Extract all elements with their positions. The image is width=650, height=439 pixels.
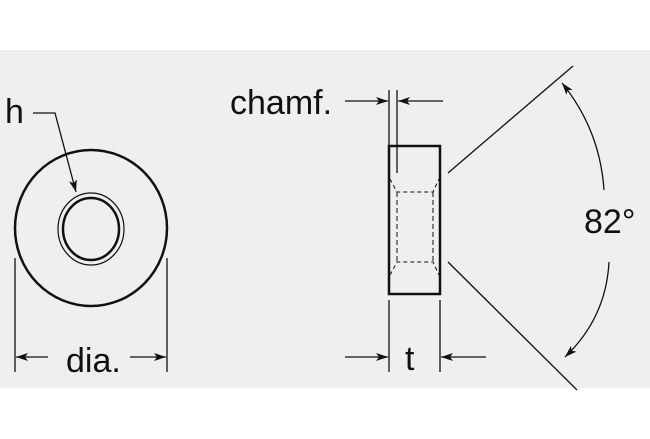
angle-arc-top: [561, 82, 605, 191]
bottom-chamfer-line: [389, 261, 440, 276]
thickness-label: t: [405, 340, 415, 378]
hole-edge: [61, 196, 121, 262]
washer-side: [387, 144, 442, 296]
top-chamfer-line: [389, 178, 440, 193]
front-view: [13, 112, 169, 372]
diameter-label: dia.: [66, 342, 121, 380]
hole-chamfer-edge: [57, 192, 125, 266]
outer-edge: [13, 148, 169, 308]
angle-line-bottom: [447, 261, 578, 391]
side-view: [345, 65, 610, 391]
angle-line-top: [447, 65, 574, 174]
background-band: [0, 50, 650, 388]
chamfer-label: chamf.: [230, 84, 332, 122]
angle-arc-bottom: [564, 261, 610, 358]
hole-leader-arrow: [33, 112, 77, 193]
hole-label: h: [5, 93, 24, 131]
angle-label: 82°: [584, 203, 635, 241]
